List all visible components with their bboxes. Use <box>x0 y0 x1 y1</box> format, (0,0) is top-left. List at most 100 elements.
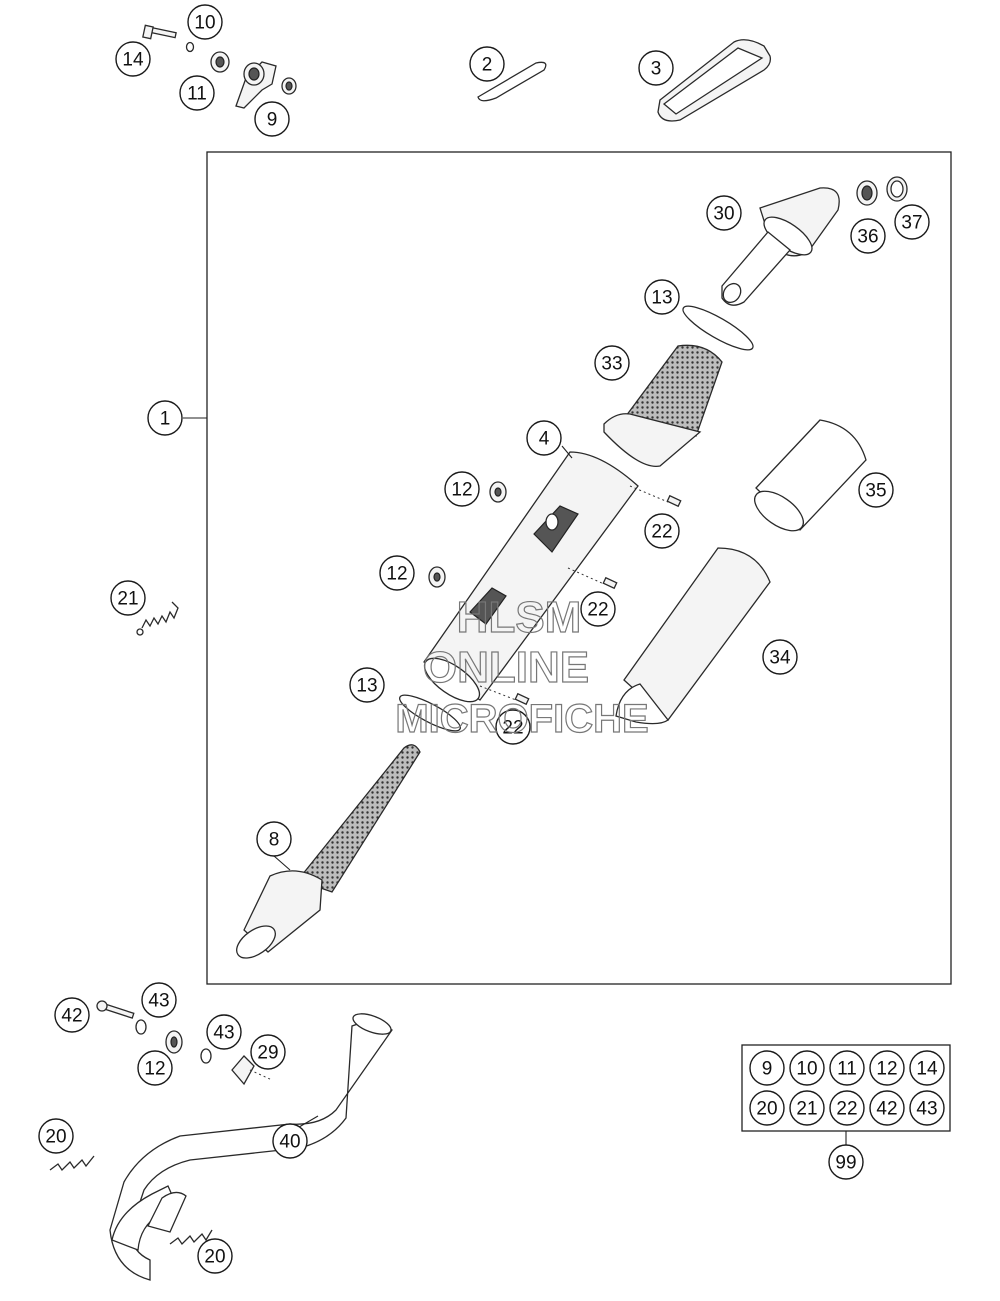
callout-label: 36 <box>857 227 878 248</box>
callout-label: 10 <box>194 13 215 34</box>
callout-c13b: 13 <box>349 667 385 703</box>
callout-c20b: 20 <box>197 1238 233 1274</box>
callout-label: 43 <box>148 991 169 1012</box>
watermark-line-1: HLSM <box>457 593 582 642</box>
watermark-line-2: ONLINE <box>423 643 589 692</box>
rubber-bushing-part-12-bottom <box>165 1030 183 1054</box>
callout-c99: 99 <box>828 1144 864 1180</box>
callout-c14: 14 <box>115 41 151 77</box>
callout-c22a: 22 <box>644 513 680 549</box>
gasket-ring-part-13-upper <box>682 305 754 351</box>
callout-label: 37 <box>901 213 922 234</box>
callout-c35: 35 <box>858 472 894 508</box>
callout-label: 14 <box>122 50 144 71</box>
callout-c2: 2 <box>469 46 505 82</box>
callout-label: 1 <box>160 409 171 430</box>
callout-label: 40 <box>279 1132 300 1153</box>
mounting-bracket-part-9-bracket <box>235 61 277 109</box>
rubber-bushing-part-12-upper <box>489 481 507 503</box>
callout-c8: 8 <box>256 821 292 857</box>
callout-label: 22 <box>587 600 608 621</box>
callout-label: 22 <box>502 718 523 739</box>
rubber-grommet-part-9 <box>281 77 297 95</box>
callout-c29: 29 <box>250 1034 286 1070</box>
kit-item-label: 43 <box>916 1099 937 1120</box>
callout-c1: 1 <box>147 400 183 436</box>
callout-label: 12 <box>386 564 407 585</box>
kit-item-21: 21 <box>789 1090 825 1126</box>
callout-label: 4 <box>539 429 550 450</box>
callout-c42: 42 <box>54 997 90 1033</box>
callout-c40: 40 <box>272 1123 308 1159</box>
callout-c34: 34 <box>762 639 798 675</box>
callout-label: 13 <box>651 288 672 309</box>
heat-shield-plate-part-2 <box>477 61 547 102</box>
kit-item-label: 21 <box>796 1099 817 1120</box>
screw-part-22-upper <box>629 485 682 508</box>
callout-label: 12 <box>451 480 472 501</box>
bolt-part-42 <box>96 1000 135 1019</box>
callout-label: 13 <box>356 676 377 697</box>
callout-label: 20 <box>45 1127 66 1148</box>
washer-part-10 <box>185 41 195 53</box>
kit-item-22: 22 <box>829 1090 865 1126</box>
kit-item-label: 14 <box>916 1059 938 1080</box>
callout-label: 35 <box>865 481 886 502</box>
callout-c12a: 12 <box>444 471 480 507</box>
watermark: HLSM ONLINE MICROFICHE <box>395 592 650 741</box>
heat-shield-cover-part-3 <box>657 39 772 122</box>
callout-c12c: 12 <box>137 1050 173 1086</box>
callout-label: 8 <box>269 830 280 851</box>
callout-c11: 11 <box>179 75 215 111</box>
kit-item-11: 11 <box>829 1050 865 1086</box>
callout-label: 29 <box>257 1043 278 1064</box>
callout-label: 3 <box>651 59 662 80</box>
header-pipe-part-40 <box>109 1013 393 1281</box>
kit-item-label: 42 <box>876 1099 897 1120</box>
tension-spring-part-20-left <box>49 1155 95 1172</box>
callout-c21: 21 <box>110 580 146 616</box>
callout-label: 99 <box>835 1153 856 1174</box>
silencer-sleeve-part-35 <box>754 419 867 532</box>
watermark-line-3: MICROFICHE <box>395 697 648 741</box>
silencer-assembly-frame <box>206 151 952 985</box>
mounting-bolt-part-14 <box>142 24 177 40</box>
screw-part-22-lower <box>479 685 530 706</box>
callout-c37: 37 <box>894 204 930 240</box>
screw-part-22-middle <box>567 567 618 590</box>
callout-c43b: 43 <box>206 1014 242 1050</box>
kit-item-20: 20 <box>749 1090 785 1126</box>
outer-sleeve-part-34 <box>615 547 771 725</box>
callout-c10: 10 <box>187 4 223 40</box>
washer-part-43-upper <box>135 1019 147 1035</box>
tension-spring-part-20-right <box>169 1229 213 1246</box>
callout-c20a: 20 <box>38 1118 74 1154</box>
end-cap-part-30 <box>721 187 840 306</box>
callout-c13a: 13 <box>644 279 680 315</box>
callout-c12b: 12 <box>379 555 415 591</box>
callout-label: 9 <box>267 110 278 131</box>
callout-label: 43 <box>213 1023 234 1044</box>
kit-item-10: 10 <box>789 1050 825 1086</box>
perforated-tube-inlet-cone-part-8 <box>236 744 421 959</box>
callout-c33: 33 <box>594 345 630 381</box>
callout-c22c: 22 <box>495 709 531 745</box>
callout-c9: 9 <box>254 101 290 137</box>
gasket-ring-part-13-lower <box>399 694 461 732</box>
washer-part-43-lower <box>200 1048 212 1064</box>
kit-item-label: 12 <box>876 1059 897 1080</box>
callout-label: 33 <box>601 354 622 375</box>
rubber-bushing-part-12-lower <box>428 566 446 588</box>
callout-label: 42 <box>61 1006 82 1027</box>
callout-c30: 30 <box>706 195 742 231</box>
silencer-body-part-4 <box>423 451 639 703</box>
callout-c36: 36 <box>850 218 886 254</box>
seal-ring-part-36 <box>856 180 878 206</box>
kit-item-label: 22 <box>836 1099 857 1120</box>
callout-label: 30 <box>713 204 734 225</box>
perforated-insert-part-33 <box>603 344 723 468</box>
kit-item-label: 11 <box>837 1059 857 1080</box>
rubber-bushing-part-11 <box>210 51 230 73</box>
